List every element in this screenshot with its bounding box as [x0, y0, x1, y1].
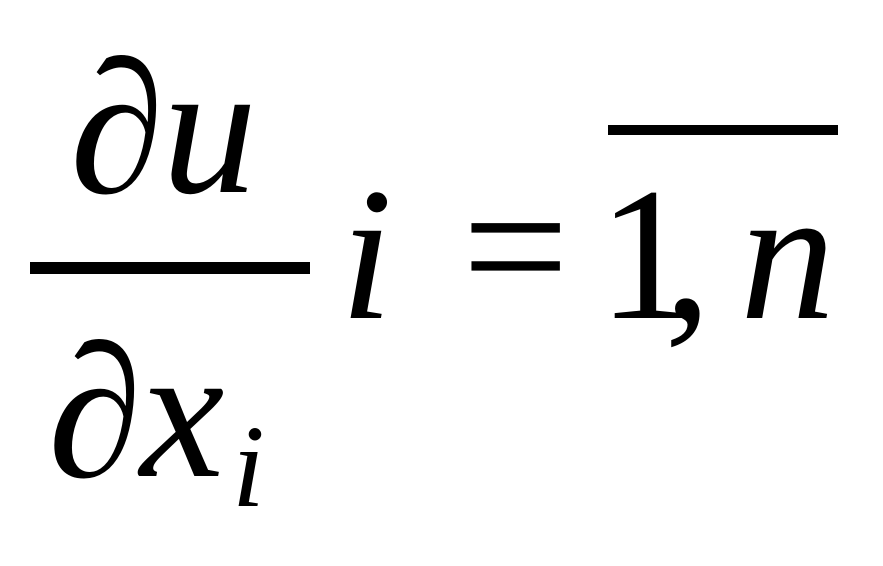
range-separator: , [664, 150, 712, 360]
range-overline [608, 125, 838, 135]
index-variable-i: i [340, 150, 393, 360]
range-end-n: n [740, 150, 835, 360]
fraction-bar [30, 262, 310, 274]
denominator-variable-x: x [140, 308, 225, 518]
denominator-subscript-i: i [232, 401, 265, 532]
range-start: 1 [598, 150, 693, 360]
numerator-variable-u: u [162, 24, 257, 234]
denominator-partial-symbol: ∂ [48, 308, 142, 518]
equals-sign: = [462, 142, 570, 352]
numerator-partial-symbol: ∂ [70, 24, 164, 234]
